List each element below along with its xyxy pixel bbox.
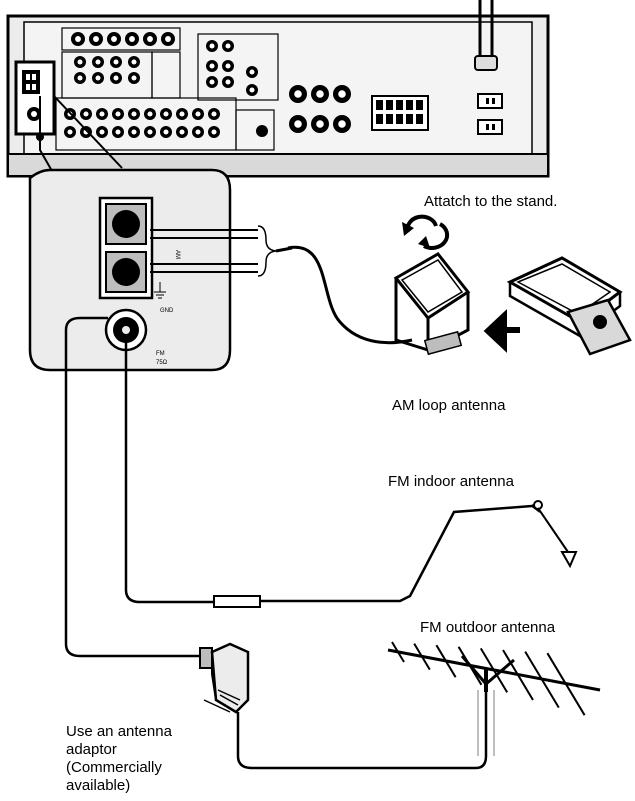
video-jacks — [289, 85, 351, 133]
speaker-terminals — [376, 100, 423, 124]
antenna-elements — [391, 641, 586, 716]
power-cord — [478, 0, 494, 60]
am-antenna-cable — [287, 245, 413, 345]
fm-outdoor-antenna — [387, 641, 601, 716]
antenna-element — [413, 643, 431, 671]
adaptor-label-line4: available) — [66, 777, 130, 794]
antenna-element — [524, 651, 560, 709]
am-terminal-lower-knob — [112, 258, 140, 286]
ac-outlet-2 — [477, 119, 503, 135]
outdoor-antenna-cable — [236, 690, 488, 770]
antenna-element — [502, 649, 534, 701]
gnd-label: GND — [160, 308, 174, 314]
speaker-terminal — [386, 100, 393, 110]
ac-outlet-1 — [477, 93, 503, 109]
antenna-element — [391, 641, 405, 663]
fm-antenna-tip — [560, 551, 578, 569]
panel-screw — [256, 125, 268, 137]
fm-cable-junction — [213, 595, 261, 608]
am-terminal-label: AM — [174, 250, 180, 259]
adaptor-label-line1: Use an antenna — [66, 723, 173, 740]
speaker-terminal — [396, 114, 403, 124]
antenna-element — [479, 647, 509, 693]
speaker-terminal — [376, 100, 383, 110]
am-loop-antenna — [275, 214, 632, 356]
fm-indoor-antenna-label: FM indoor antenna — [388, 473, 515, 490]
am-loop-antenna-label: AM loop antenna — [392, 397, 506, 414]
speaker-terminal — [416, 100, 423, 110]
power-cord-grommet — [474, 55, 498, 71]
fm-ohm-label: 75Ω — [156, 360, 168, 366]
fm-outdoor-cable — [64, 330, 204, 658]
antenna-element — [546, 652, 586, 716]
speaker-terminal — [376, 114, 383, 124]
adaptor-body — [210, 642, 250, 714]
adaptor-label-line3: (Commercially — [66, 759, 162, 776]
am-loop-frame-front — [393, 252, 471, 356]
am-loop-with-stand — [506, 256, 632, 356]
speaker-terminal — [386, 114, 393, 124]
antenna-element — [435, 644, 457, 678]
speaker-terminal — [406, 100, 413, 110]
speaker-terminal — [406, 114, 413, 124]
adaptor-label-line2: adaptor — [66, 741, 117, 758]
fm-indoor-antenna-wire — [260, 504, 533, 603]
speaker-terminal — [396, 100, 403, 110]
fm-cables — [64, 316, 578, 770]
receiver-rear-panel — [6, 0, 550, 178]
fm-label: FM — [156, 351, 165, 357]
speaker-terminal — [416, 114, 423, 124]
terminal-zoom-callout: AM GND FM 75Ω — [28, 95, 277, 372]
fm-outdoor-antenna-label: FM outdoor antenna — [420, 619, 556, 636]
attach-to-stand-label: Attatch to the stand. — [424, 193, 557, 210]
am-terminal-upper-knob — [112, 210, 140, 238]
receiver-am-terminals — [22, 70, 40, 94]
fm-indoor-cable — [124, 340, 214, 604]
attach-arrow-icon — [483, 309, 520, 353]
adaptor-callout-line — [203, 699, 231, 713]
antenna-adaptor — [199, 642, 250, 714]
